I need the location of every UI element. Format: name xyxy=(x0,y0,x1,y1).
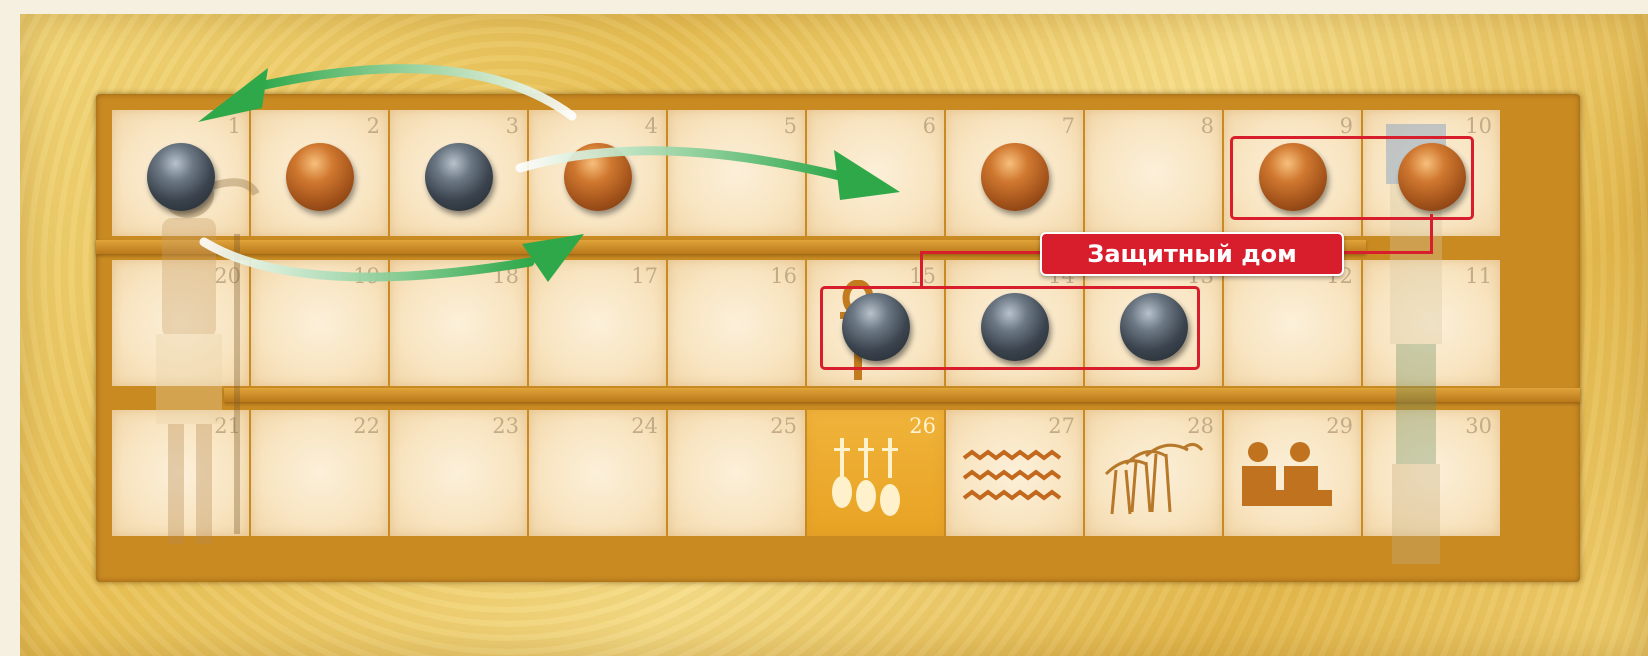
move-arrow-down xyxy=(204,234,584,282)
move-arrow-forward xyxy=(520,150,900,200)
move-arrow-back xyxy=(198,68,572,122)
